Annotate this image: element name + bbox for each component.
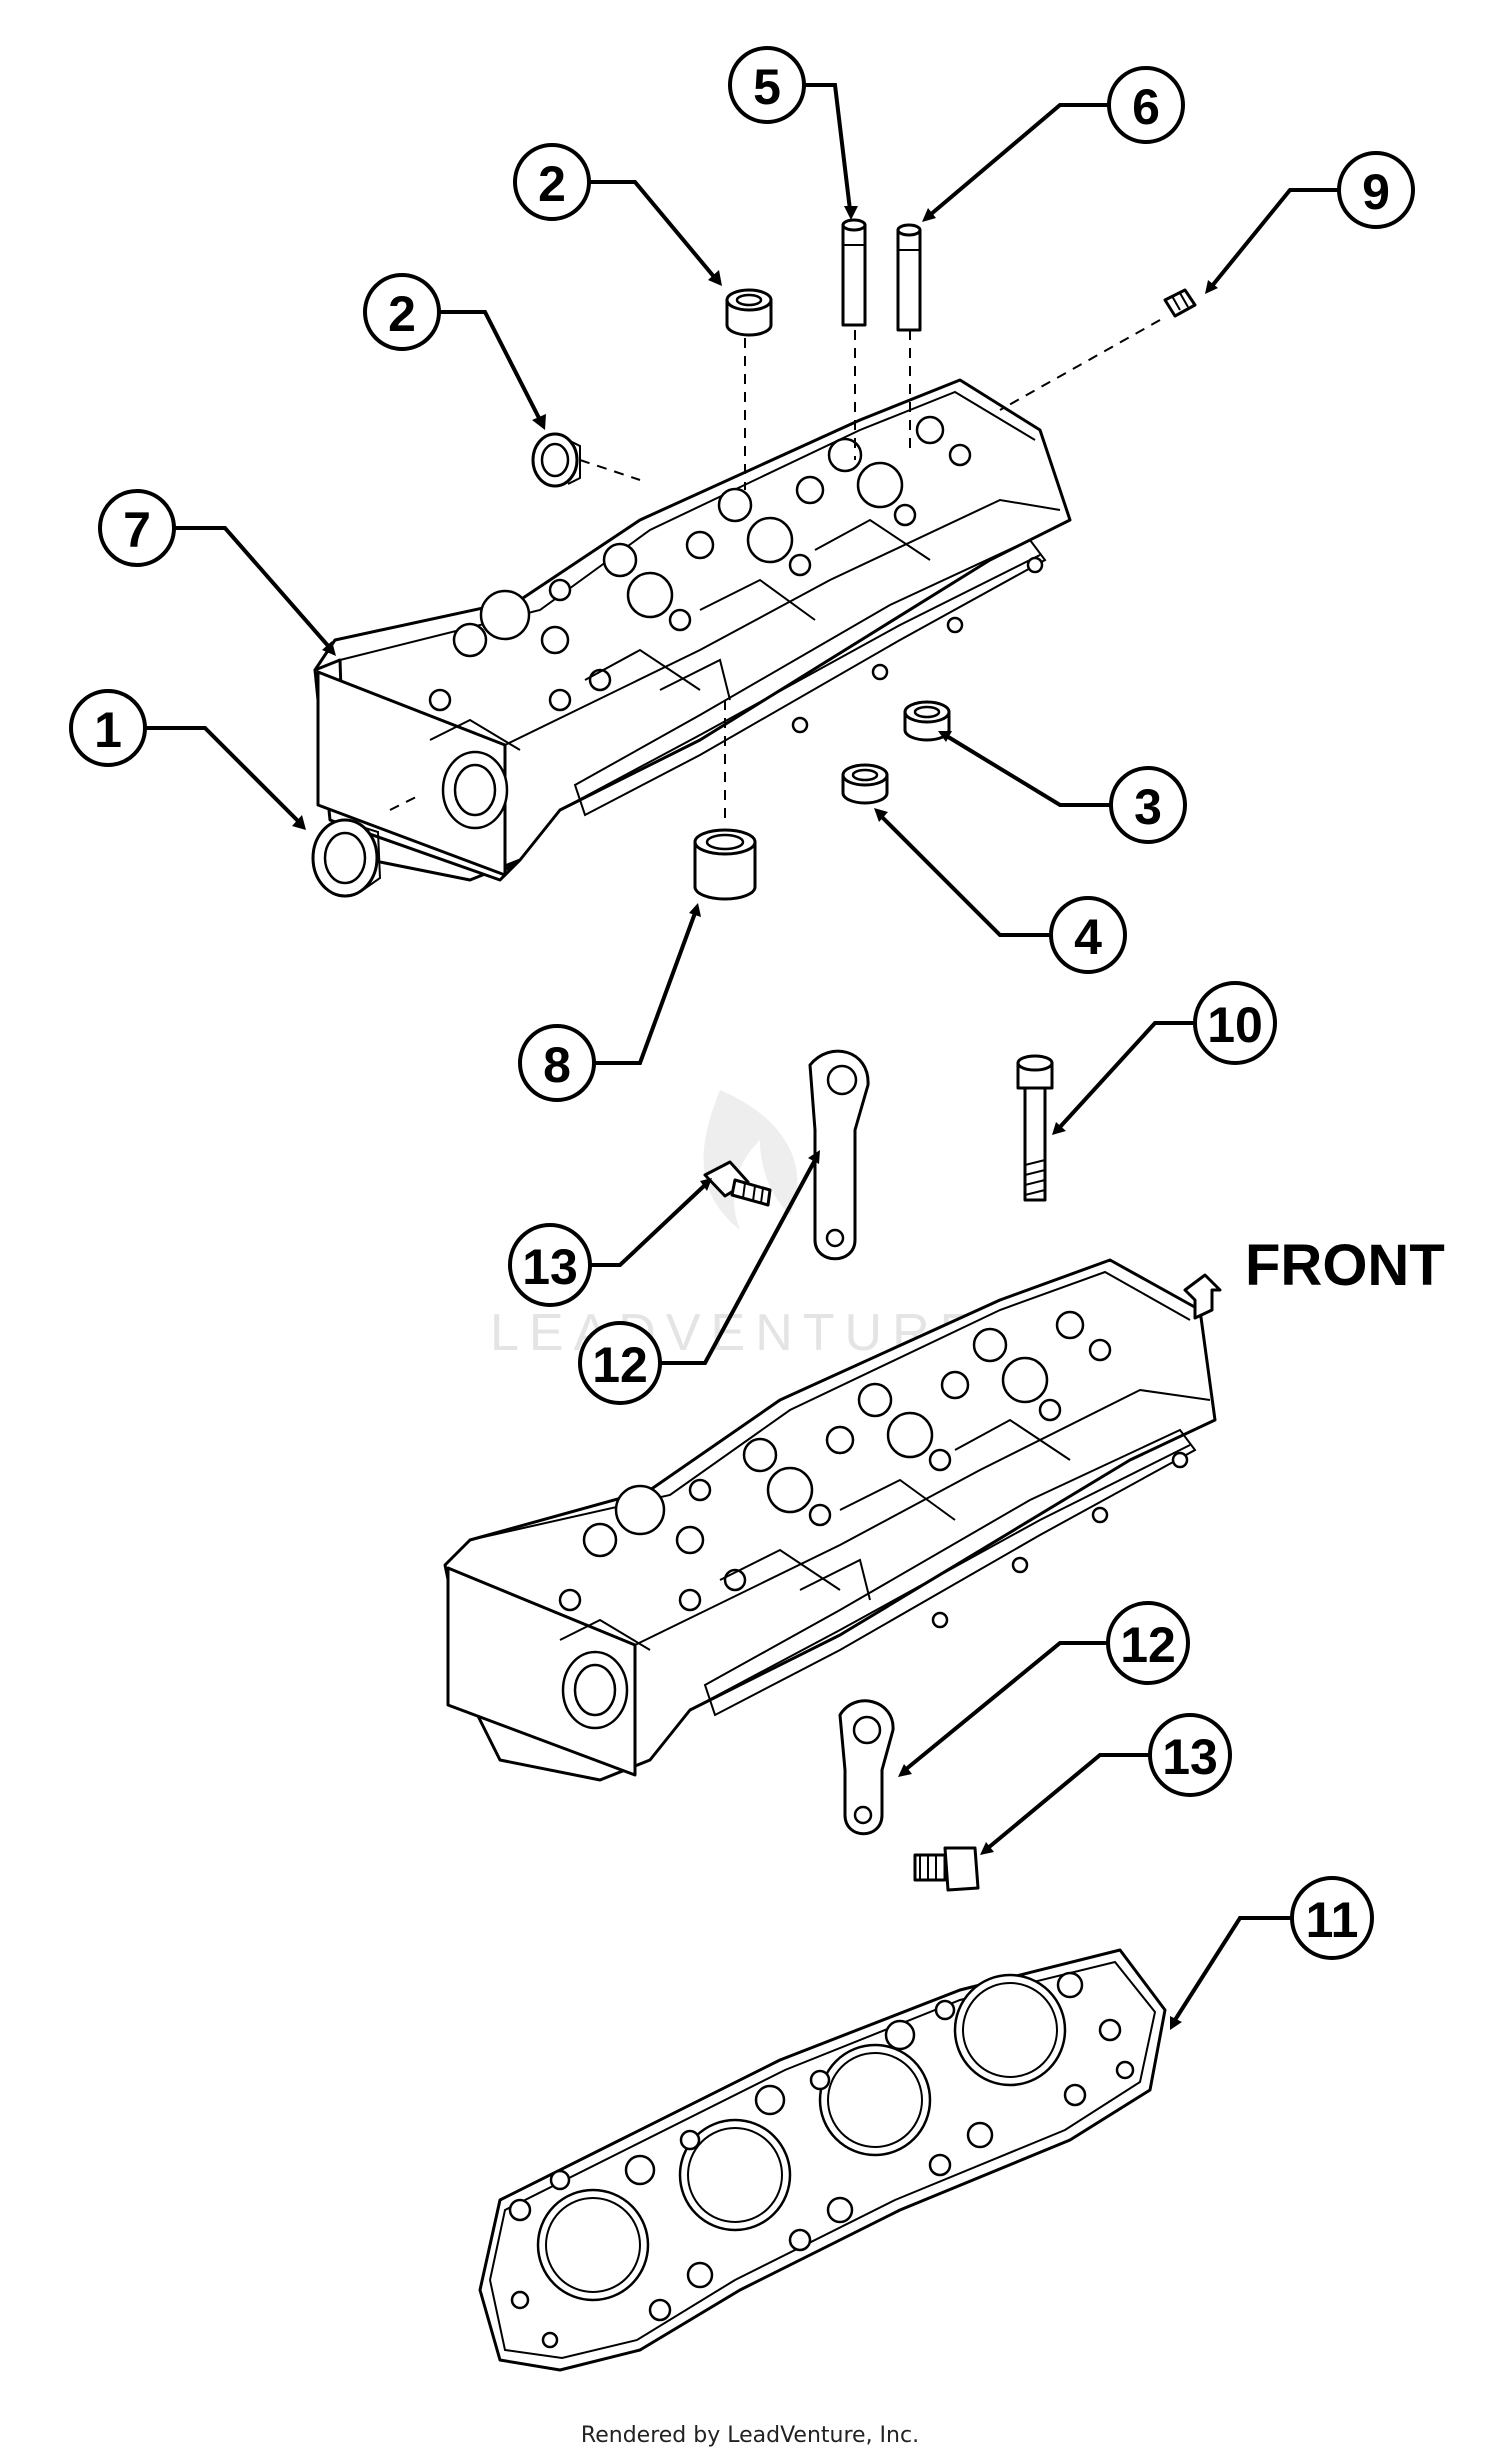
callout-12-upper: 12 — [578, 1321, 662, 1405]
part-head-gasket — [478, 1948, 1167, 2372]
callout-6: 6 — [1107, 66, 1185, 144]
callout-8-label: 8 — [543, 1037, 571, 1093]
callout-5: 5 — [728, 46, 806, 124]
callout-13-upper: 13 — [508, 1223, 592, 1307]
callout-7: 7 — [98, 489, 176, 567]
callout-4-label: 4 — [1074, 909, 1102, 965]
callout-5-label: 5 — [753, 59, 781, 115]
callout-12a-label: 12 — [592, 1337, 648, 1393]
callout-1: 1 — [69, 689, 147, 767]
leader-lines — [145, 83, 1338, 2030]
callout-2-left: 2 — [363, 273, 441, 351]
callout-12b-label: 12 — [1120, 1617, 1176, 1673]
callout-7-label: 7 — [123, 502, 151, 558]
part-plug-left — [531, 432, 581, 488]
callout-12-lower: 12 — [1106, 1601, 1190, 1685]
callout-11-label: 11 — [1306, 1892, 1359, 1948]
front-arrow — [1183, 1273, 1222, 1320]
cylinder-head-lower — [443, 1258, 1217, 1782]
callout-4: 4 — [1049, 896, 1127, 974]
callout-13a-label: 13 — [522, 1239, 578, 1295]
callout-6-label: 6 — [1132, 79, 1160, 135]
callout-10-label: 10 — [1207, 997, 1263, 1053]
part-bracket-bolt-lower — [913, 1846, 980, 1892]
part-lifting-bracket-upper — [808, 1049, 870, 1261]
callout-9: 9 — [1337, 151, 1415, 229]
callout-11: 11 — [1290, 1876, 1374, 1960]
part-lifting-bracket-lower — [838, 1699, 895, 1836]
callout-13-lower: 13 — [1148, 1713, 1232, 1797]
callout-2-top: 2 — [513, 143, 591, 221]
footer-credit: Rendered by LeadVenture, Inc. — [581, 2423, 919, 2448]
part-valve-guide-6 — [896, 223, 922, 332]
assembly-line — [999, 319, 1161, 411]
part-small-plug — [1163, 288, 1197, 318]
front-label: FRONT — [1245, 1233, 1445, 1298]
callout-9-label: 9 — [1362, 164, 1390, 220]
callout-3-label: 3 — [1134, 779, 1162, 835]
callout-2b-label: 2 — [538, 156, 566, 212]
cylinder-head-upper — [313, 378, 1072, 882]
part-valve-guide-5 — [841, 218, 867, 327]
part-plug-4 — [841, 763, 889, 805]
callout-10: 10 — [1193, 981, 1277, 1065]
part-plug-top — [725, 288, 773, 337]
part-plug-3 — [903, 700, 951, 742]
part-seal-ring — [311, 818, 382, 898]
callout-8: 8 — [518, 1024, 596, 1102]
part-sleeve — [693, 828, 757, 901]
callout-3: 3 — [1109, 766, 1187, 844]
callout-13b-label: 13 — [1162, 1729, 1218, 1785]
callout-2a-label: 2 — [388, 286, 416, 342]
assembly-line — [389, 794, 421, 811]
part-bracket-bolt-upper — [703, 1160, 772, 1207]
part-head-bolt — [1016, 1054, 1054, 1202]
callout-1-label: 1 — [94, 702, 122, 758]
assembly-line — [579, 459, 641, 481]
